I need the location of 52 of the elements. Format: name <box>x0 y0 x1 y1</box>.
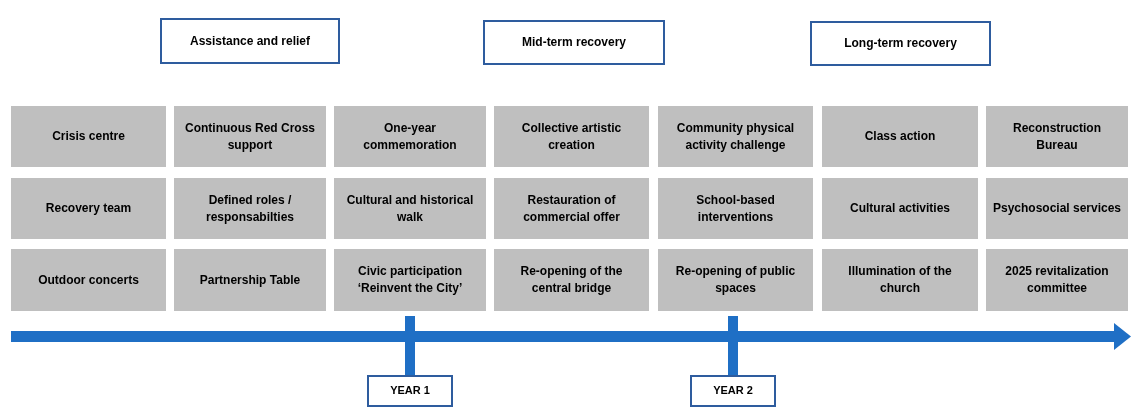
activity-label: Continuous Red Cross support <box>184 119 316 154</box>
activity-label: Re-opening of public spaces <box>674 263 797 297</box>
activity-box <box>11 178 166 239</box>
activity-box <box>658 178 813 239</box>
activity-box <box>11 106 166 167</box>
activity-label: Collective artistic creation <box>520 119 623 154</box>
activity-box <box>174 249 326 311</box>
activity-label: Class action <box>863 128 937 145</box>
activity-box <box>494 249 649 311</box>
activity-label: Civic participation ‘Reinvent the City’ <box>356 263 464 297</box>
activity-box <box>822 178 978 239</box>
activity-box <box>986 106 1128 167</box>
activity-label: Restauration of commercial offer <box>522 191 621 226</box>
phase-label: Assistance and relief <box>188 32 312 50</box>
activity-box <box>494 106 649 167</box>
phase-label: Mid-term recovery <box>520 34 627 51</box>
activity-label: Community physical activity challenge <box>675 119 796 154</box>
activity-box <box>822 249 978 311</box>
activity-label: One-year commemoration <box>362 119 458 154</box>
activity-label: Reconstruction Bureau <box>1012 119 1102 154</box>
activity-box <box>334 249 486 311</box>
activity-label: 2025 revitalization committee <box>1004 263 1110 297</box>
activity-box <box>986 249 1128 311</box>
activity-label: Recovery team <box>44 200 133 217</box>
activity-label: School-based interventions <box>695 191 776 226</box>
activity-label: Illumination of the church <box>847 263 953 297</box>
activity-box <box>658 249 813 311</box>
year-box <box>690 375 776 407</box>
activity-label: Partnership Table <box>198 271 302 289</box>
activity-box <box>658 106 813 167</box>
phase-box <box>160 18 340 64</box>
activity-box <box>822 106 978 167</box>
activity-label: Re-opening of the central bridge <box>519 263 624 297</box>
phase-label: Long-term recovery <box>843 35 958 52</box>
year-label: YEAR 1 <box>389 383 431 399</box>
year-label: YEAR 2 <box>712 383 754 399</box>
activity-box <box>494 178 649 239</box>
activity-box <box>174 106 326 167</box>
activity-label: Defined roles / responsabilties <box>205 191 295 226</box>
activity-label: Cultural and historical walk <box>345 191 475 226</box>
year-box <box>367 375 453 407</box>
phase-box <box>810 21 991 66</box>
activity-label: Psychosocial services <box>991 200 1123 217</box>
activity-box <box>334 178 486 239</box>
activity-box <box>11 249 166 311</box>
phase-box <box>483 20 665 65</box>
activity-box <box>174 178 326 239</box>
activity-label: Crisis centre <box>51 128 126 145</box>
activity-label: Outdoor concerts <box>37 271 140 289</box>
activity-label: Cultural activities <box>849 200 951 217</box>
activity-box <box>986 178 1128 239</box>
activity-box <box>334 106 486 167</box>
